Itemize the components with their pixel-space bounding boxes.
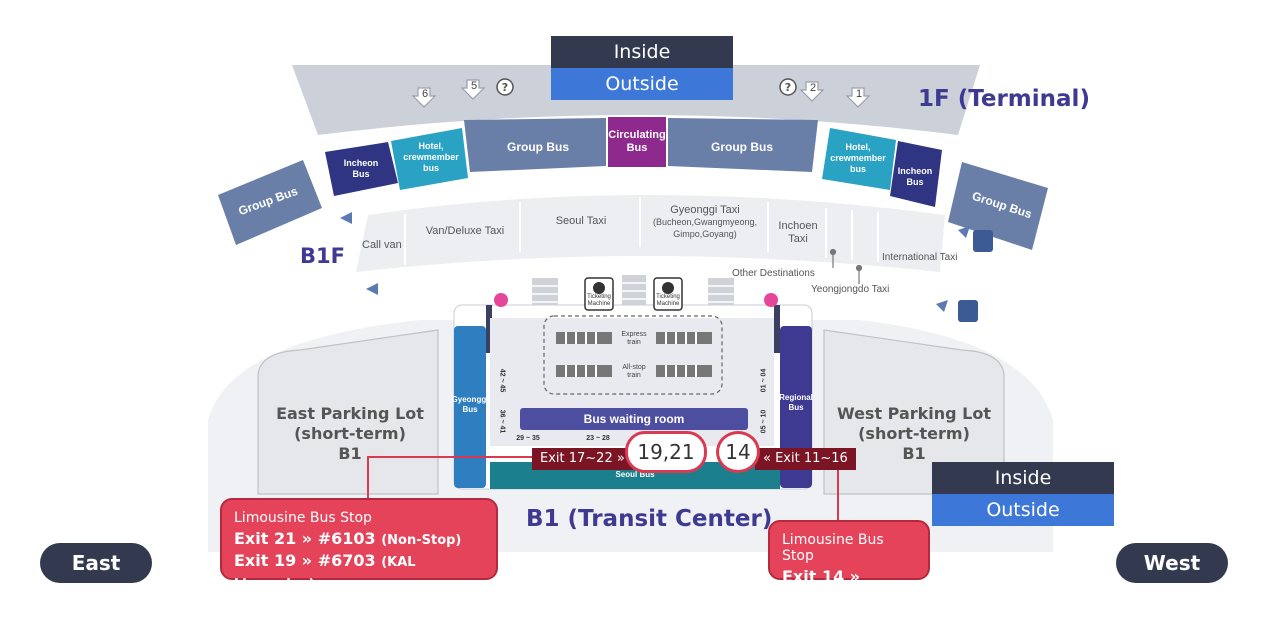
legend-top: Inside Outside	[551, 36, 733, 100]
stand-label: 42 ~ 45	[498, 368, 506, 393]
incheon-bus-left	[325, 142, 398, 196]
limousine-title: Limousine Bus Stop	[234, 510, 372, 526]
direction-west: West	[1116, 543, 1228, 583]
group-bus-far-right	[948, 162, 1048, 250]
legend-outside: Outside	[551, 68, 733, 100]
legend-outside: Outside	[932, 494, 1114, 526]
label-group-bus-left: Group Bus	[507, 140, 569, 154]
stand-label: 36 ~ 41	[498, 409, 506, 434]
limousine-route: Exit 21 » #6103 (Non-Stop)	[234, 529, 462, 548]
stand-label: 23 ~ 28	[586, 435, 610, 442]
legend-inside: Inside	[551, 36, 733, 68]
limousine-stop-right: Limousine Bus Stop Exit 14 » #6006	[768, 520, 930, 606]
label-group-bus-right: Group Bus	[711, 140, 773, 154]
hotel-bus-left	[391, 128, 468, 190]
floor-1f-title: 1F (Terminal)	[918, 86, 1090, 112]
door-number: 1	[855, 88, 863, 100]
door-number: 6	[421, 88, 429, 100]
group-bus-right	[668, 118, 818, 172]
label-other-destinations: Other Destinations	[732, 268, 815, 279]
door-number: 5	[470, 80, 478, 92]
stand-label: 01 ~ 04	[760, 368, 768, 393]
floor-b1-title: B1 (Transit Center)	[526, 506, 773, 532]
limousine-route: Exit 19 » #6703 (KAL Limousine)	[234, 551, 416, 592]
rail-area	[543, 315, 723, 395]
limousine-stop-left: Limousine Bus Stop Exit 21 » #6103 (Non-…	[220, 498, 498, 592]
taxi-area	[356, 195, 945, 272]
label-international-taxi: International Taxi	[882, 252, 958, 263]
west-parking-lot	[823, 329, 1005, 495]
exit-number-circle: 14	[716, 431, 760, 473]
door-number: 2	[809, 82, 817, 94]
exit-tag-right: « Exit 11~16	[755, 448, 856, 470]
direction-east: East	[40, 543, 152, 583]
label-yeongjongdo-taxi: Yeongjongdo Taxi	[811, 284, 890, 295]
label-gyeonggi-taxi: Gyeonggi Taxi (Bucheon,Gwangmyeong, Gimp…	[652, 204, 758, 239]
incheon-bus-right	[890, 141, 942, 207]
svg-text:?: ?	[502, 81, 508, 94]
svg-text:?: ?	[785, 81, 791, 94]
group-bus-left	[464, 118, 606, 172]
circulating-bus-bay	[608, 117, 666, 167]
east-parking-lot	[257, 329, 439, 495]
hotel-bus-right	[822, 128, 896, 190]
gyeonggi-bus-lane	[454, 326, 486, 488]
regional-bus-lane	[780, 326, 812, 488]
west-parking-label: West Parking Lot(short-term)B1	[836, 404, 992, 463]
bus-waiting-room	[520, 408, 748, 430]
label-van-deluxe-taxi: Van/Deluxe Taxi	[425, 225, 505, 237]
label-call-van: Call van	[362, 239, 402, 251]
exit-number-circle: 19,21	[625, 431, 707, 473]
group-bus-far-left	[218, 160, 322, 245]
floor-b1f-title: B1F	[300, 244, 345, 268]
limousine-title: Limousine Bus Stop	[782, 532, 884, 564]
legend-inside: Inside	[932, 462, 1114, 494]
label-seoul-taxi: Seoul Taxi	[555, 215, 607, 227]
label-seoul-bus: Seoul Bus	[615, 470, 655, 479]
east-parking-label: East Parking Lot(short-term)B1	[276, 404, 424, 463]
legend-right: Inside Outside	[932, 462, 1114, 526]
label-bus-waiting-room: Bus waiting room	[583, 412, 685, 426]
stand-label: 29 ~ 35	[516, 435, 540, 442]
stand-label: 05 ~ 10	[760, 409, 768, 434]
exit-tag-left: Exit 17~22 »	[532, 448, 633, 470]
limousine-route: Exit 14 » #6006	[782, 567, 861, 606]
